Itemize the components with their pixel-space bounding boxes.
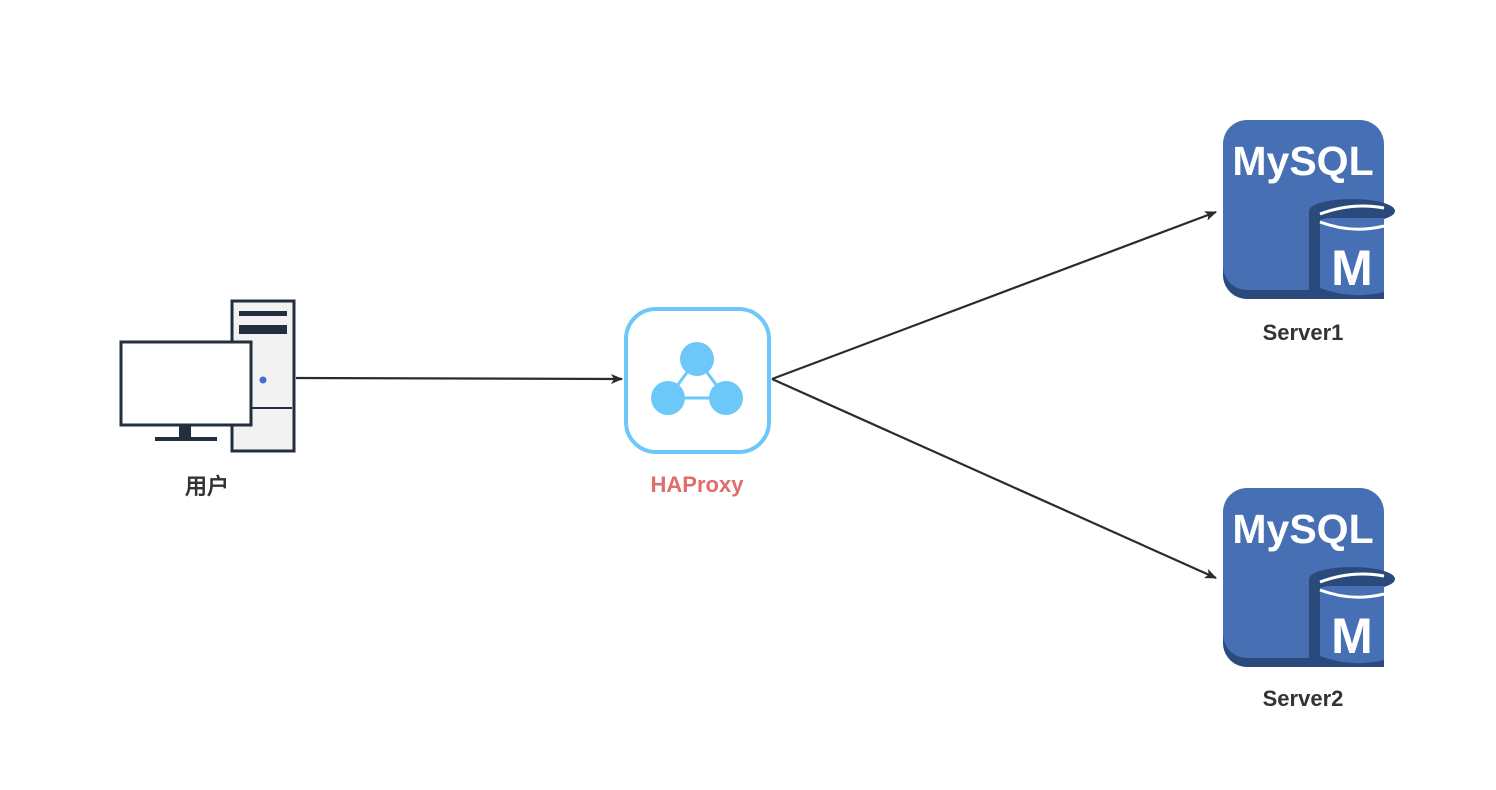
server1-node[interactable]: MySQL M Server1 bbox=[1223, 120, 1395, 345]
desktop-computer-icon bbox=[119, 299, 296, 453]
haproxy-node[interactable]: HAProxy bbox=[624, 307, 771, 497]
edge-haproxy-to-server2 bbox=[771, 377, 1217, 580]
server2-node[interactable]: MySQL M Server2 bbox=[1223, 488, 1395, 711]
user-node[interactable]: 用户 bbox=[119, 299, 296, 499]
mysql-icon-text: MySQL bbox=[1232, 138, 1373, 184]
server1-label: Server1 bbox=[1263, 320, 1344, 345]
haproxy-icon bbox=[624, 307, 771, 454]
edge-user-to-haproxy bbox=[295, 373, 623, 384]
db-letter: M bbox=[1331, 240, 1373, 296]
server2-label: Server2 bbox=[1263, 686, 1344, 711]
database-cylinder-icon: M bbox=[1309, 199, 1395, 299]
edge-haproxy-to-server1 bbox=[771, 210, 1217, 381]
mysql-icon-text: MySQL bbox=[1232, 506, 1373, 552]
mysql-database-icon: MySQL M bbox=[1223, 120, 1395, 299]
database-cylinder-icon: M bbox=[1309, 567, 1395, 667]
haproxy-label: HAProxy bbox=[651, 472, 745, 497]
user-label: 用户 bbox=[185, 474, 229, 499]
edges bbox=[295, 210, 1217, 580]
mysql-database-icon: MySQL M bbox=[1223, 488, 1395, 667]
db-letter: M bbox=[1331, 608, 1373, 664]
